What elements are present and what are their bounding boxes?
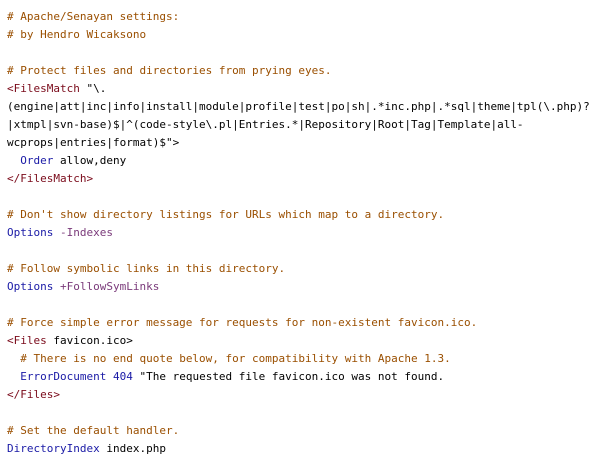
code-comment: # by Hendro Wicaksono [7, 28, 147, 41]
code-line [7, 44, 600, 62]
code-line: # Protect files and directories from pry… [7, 62, 600, 80]
code-directive: Options [7, 226, 54, 239]
code-line [7, 188, 600, 206]
code-directive-value: "The requested file favicon.ico was not … [132, 370, 445, 383]
code-directive: ErrorDocument [20, 370, 107, 383]
code-indent [7, 154, 20, 167]
code-indent [7, 352, 20, 365]
code-line: Options +FollowSymLinks [7, 278, 600, 296]
code-tag-argument: favicon.ico> [46, 334, 133, 347]
code-directive: Options [7, 280, 54, 293]
code-line: (engine|att|inc|info|install|module|prof… [7, 98, 600, 116]
code-line: # Force simple error message for request… [7, 314, 600, 332]
code-text: wcprops|entries|format)$"> [7, 136, 180, 149]
code-tag: <Files [7, 334, 47, 347]
code-line: # Follow symbolic links in this director… [7, 260, 600, 278]
code-tag-argument: "\. [79, 82, 107, 95]
code-directive-value: +FollowSymLinks [53, 280, 160, 293]
code-line: |xtmpl|svn-base)$|^(code-style\.pl|Entri… [7, 116, 600, 134]
code-directive-value: index.php [99, 442, 166, 455]
code-comment: # There is no end quote below, for compa… [20, 352, 451, 365]
code-status-number: 404 [106, 370, 133, 383]
code-line: Options -Indexes [7, 224, 600, 242]
code-comment: # Protect files and directories from pry… [7, 64, 332, 77]
code-line: # Don't show directory listings for URLs… [7, 206, 600, 224]
code-directive: Order [20, 154, 54, 167]
code-directive-value: allow,deny [53, 154, 127, 167]
code-line: </FilesMatch> [7, 170, 600, 188]
code-line: </Files> [7, 386, 600, 404]
code-comment: # Don't show directory listings for URLs… [7, 208, 445, 221]
code-line: Order allow,deny [7, 152, 600, 170]
code-comment: # Force simple error message for request… [7, 316, 478, 329]
code-line [7, 242, 600, 260]
code-line: # by Hendro Wicaksono [7, 26, 600, 44]
code-tag: </FilesMatch> [7, 172, 94, 185]
code-line: wcprops|entries|format)$"> [7, 134, 600, 152]
code-comment: # Follow symbolic links in this director… [7, 262, 286, 275]
code-line: ErrorDocument 404 "The requested file fa… [7, 368, 600, 386]
code-line: # There is no end quote below, for compa… [7, 350, 600, 368]
code-text: |xtmpl|svn-base)$|^(code-style\.pl|Entri… [7, 118, 524, 131]
code-text: (engine|att|inc|info|install|module|prof… [7, 100, 590, 113]
code-line: DirectoryIndex index.php [7, 440, 600, 458]
code-directive-value: -Indexes [53, 226, 113, 239]
code-line: # Apache/Senayan settings: [7, 8, 600, 26]
code-tag: <FilesMatch [7, 82, 80, 95]
code-comment: # Set the default handler. [7, 424, 180, 437]
code-line: # Set the default handler. [7, 422, 600, 440]
code-line [7, 296, 600, 314]
code-tag: </Files> [7, 388, 60, 401]
code-line [7, 404, 600, 422]
code-directive: DirectoryIndex [7, 442, 100, 455]
code-line: <FilesMatch "\. [7, 80, 600, 98]
code-indent [7, 370, 20, 383]
code-comment: # Apache/Senayan settings: [7, 10, 180, 23]
code-line: <Files favicon.ico> [7, 332, 600, 350]
